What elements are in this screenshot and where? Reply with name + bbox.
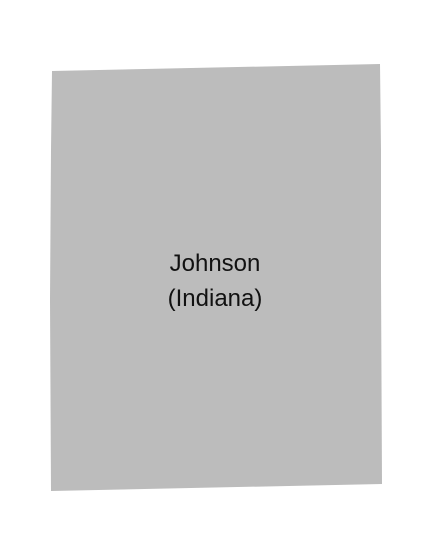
- county-state-label: (Indiana): [168, 285, 263, 312]
- johnson-county-shape: [50, 64, 382, 491]
- county-name-label: Johnson: [170, 250, 261, 277]
